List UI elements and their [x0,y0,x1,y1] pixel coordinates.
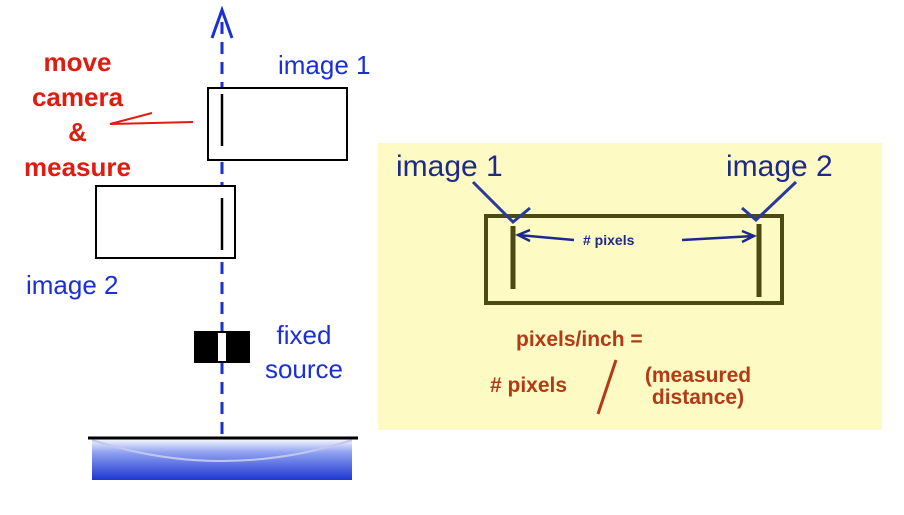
image1-pointer [471,180,531,225]
move-camera-line: move [43,47,112,77]
axis-arrow-top [210,5,234,39]
fixed-source-label: fixed source [256,318,352,386]
formula-slash [596,359,618,415]
pixels-arrow-left [517,233,575,242]
formula-denominator: (measured distance) [612,365,784,409]
film-frame [484,214,784,305]
move-camera-line: & [68,117,87,147]
left-image1-label: image 1 [278,50,371,80]
image2-frame [95,185,236,259]
move-camera-pointer [109,112,194,125]
formula-left: pixels/inch = [516,328,643,351]
formula-denominator-line: distance) [651,386,745,409]
fixed-source-slit [218,333,226,361]
panel-image2-label: image 2 [726,150,833,183]
image1-frame [207,87,348,161]
mirror-curve [91,439,353,462]
formula-denominator-line: (measured [644,364,752,387]
measurement-panel [378,143,882,430]
move-camera-line: camera [31,82,124,112]
move-camera-label: move camera & measure [10,45,145,185]
pixels-arrowhead-left [514,228,531,243]
panel-image1-label: image 1 [396,150,503,183]
left-image2-label: image 2 [26,270,119,300]
formula-numerator: # pixels [490,374,568,397]
pixels-arrowhead-right [741,229,758,244]
move-camera-line: measure [24,152,131,182]
pixels-arrow-right [681,234,755,242]
pixels-dimension-label: # pixels [583,232,635,248]
image2-pointer [741,180,798,223]
fixed-source-line: fixed [276,320,332,350]
concave-mirror [92,438,352,480]
fixed-source-line: source [264,354,344,384]
